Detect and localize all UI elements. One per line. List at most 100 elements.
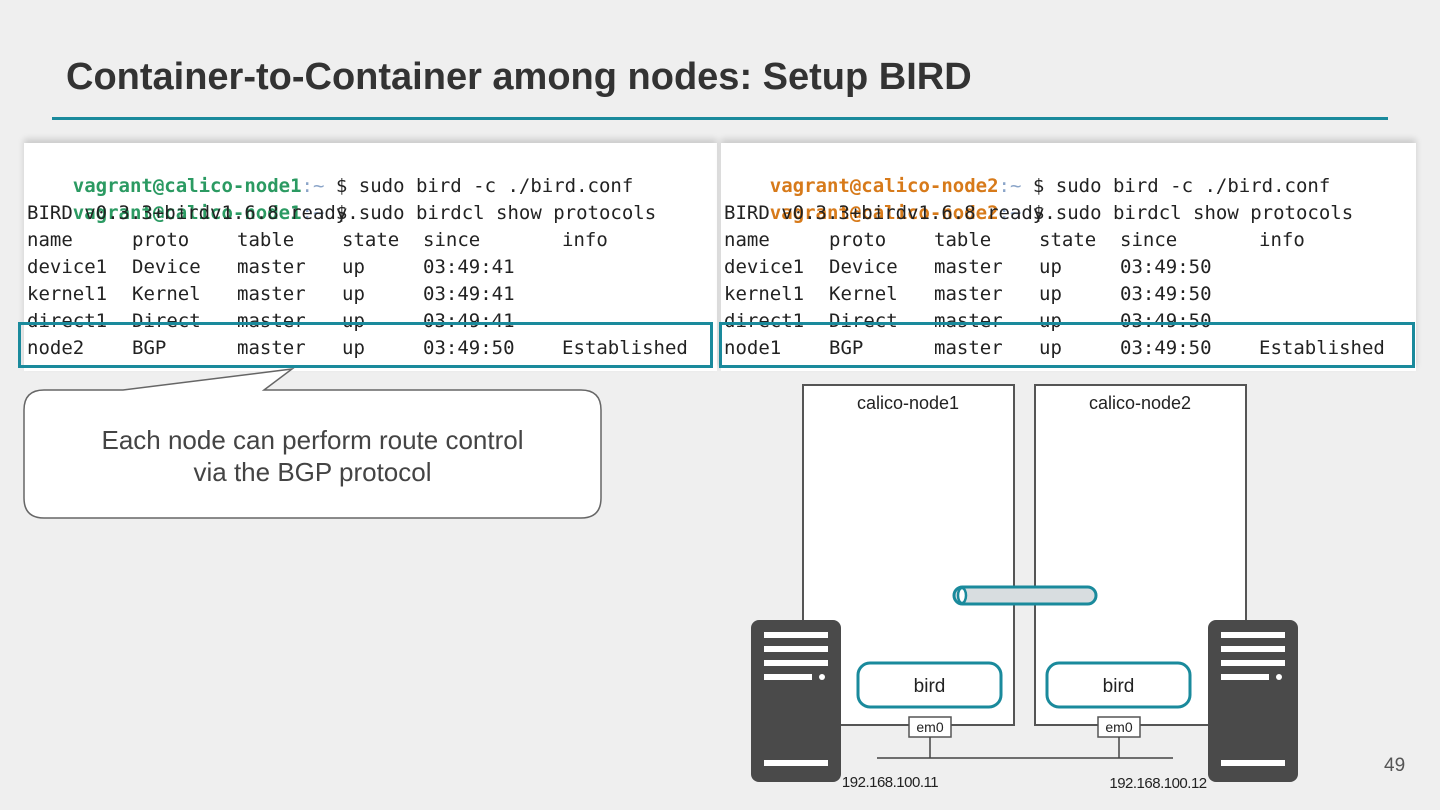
cell-state: up <box>1039 256 1062 278</box>
server-icon <box>1208 620 1298 782</box>
header-since: since <box>423 229 481 251</box>
ip-label-node2: 192.168.100.12 <box>1109 775 1206 792</box>
terminal-command-line: vagrant@calico-node2:~ $ sudo bird -c ./… <box>724 146 1331 197</box>
prompt-user: vagrant@calico-node2 <box>769 175 999 197</box>
table-row: kernel1 Kernel master up 03:49:41 <box>27 281 717 308</box>
prompt-user: vagrant@calico-node1 <box>72 175 302 197</box>
header-table: table <box>934 229 992 251</box>
header-table: table <box>237 229 295 251</box>
terminal-command-line: vagrant@calico-node1:~ $ sudo birdcl sho… <box>27 173 656 224</box>
cell-proto: Direct <box>132 310 201 332</box>
cell-since: 03:49:41 <box>423 256 515 278</box>
prompt-tilde: :~ <box>301 202 325 224</box>
cell-info: Established <box>1259 337 1385 359</box>
cell-state: up <box>342 310 365 332</box>
em0-label-node1: em0 <box>916 719 943 735</box>
cell-proto: Direct <box>829 310 898 332</box>
header-name: name <box>27 229 73 251</box>
cell-table: master <box>237 310 306 332</box>
prompt-tilde: :~ <box>998 175 1022 197</box>
cell-table: master <box>934 310 1003 332</box>
header-info: info <box>1259 229 1305 251</box>
cell-proto: Device <box>829 256 898 278</box>
cell-name: direct1 <box>724 310 805 332</box>
cell-since: 03:49:41 <box>423 310 515 332</box>
cell-info: Established <box>562 337 688 359</box>
header-info: info <box>562 229 608 251</box>
ip-label-node1: 192.168.100.11 <box>842 774 938 791</box>
callout-line-1: Each node can perform route control <box>101 425 524 455</box>
cell-proto: Kernel <box>829 283 898 305</box>
cell-state: up <box>1039 337 1062 359</box>
cell-name: direct1 <box>27 310 108 332</box>
server-icon <box>751 620 841 782</box>
cell-table: master <box>237 256 306 278</box>
cell-since: 03:49:41 <box>423 283 515 305</box>
bird-ready-line: BIRD v0.3.3+birdv1.6.8 ready. <box>27 202 359 224</box>
cell-name: node1 <box>724 337 782 359</box>
cell-name: kernel1 <box>724 283 805 305</box>
title-divider <box>52 117 1388 120</box>
header-state: state <box>1039 229 1097 251</box>
header-proto: proto <box>132 229 190 251</box>
terminal-command-line: vagrant@calico-node1:~ $ sudo bird -c ./… <box>27 146 634 197</box>
cell-name: device1 <box>27 256 108 278</box>
bird-box-node2 <box>1045 661 1192 709</box>
prompt-user: vagrant@calico-node1 <box>72 202 302 224</box>
cell-state: up <box>1039 310 1062 332</box>
prompt-tilde: :~ <box>301 175 325 197</box>
protocol-table-header: name proto table state since info <box>27 227 717 254</box>
table-row-bgp: node2 BGP master up 03:49:50 Established <box>27 335 717 362</box>
page-number: 49 <box>1384 755 1406 776</box>
cell-name: node2 <box>27 337 85 359</box>
cell-since: 03:49:50 <box>1120 283 1212 305</box>
cell-proto: Kernel <box>132 283 201 305</box>
cell-since: 03:49:50 <box>1120 337 1212 359</box>
cell-since: 03:49:50 <box>1120 256 1212 278</box>
calico-node2-label: calico-node2 <box>1089 393 1191 413</box>
callout-text: Each node can perform route control via … <box>24 424 601 488</box>
table-row: device1 Device master up 03:49:50 <box>724 254 1414 281</box>
prompt-tilde: :~ <box>998 202 1022 224</box>
cell-since: 03:49:50 <box>423 337 515 359</box>
table-row: device1 Device master up 03:49:41 <box>27 254 717 281</box>
table-row: kernel1 Kernel master up 03:49:50 <box>724 281 1414 308</box>
slide-title: Container-to-Container among nodes: Setu… <box>66 56 972 98</box>
bird-ready-line: BIRD v0.3.3+birdv1.6.8 ready. <box>724 202 1056 224</box>
command-text: $ sudo birdcl show protocols <box>335 202 657 224</box>
cell-table: master <box>237 283 306 305</box>
cell-state: up <box>342 283 365 305</box>
cell-name: device1 <box>724 256 805 278</box>
command-text: $ sudo birdcl show protocols <box>1032 202 1354 224</box>
bird-box-node1 <box>856 661 1003 709</box>
cell-name: kernel1 <box>27 283 108 305</box>
table-row-bgp: node1 BGP master up 03:49:50 Established <box>724 335 1414 362</box>
terminal-node1: vagrant@calico-node1:~ $ sudo bird -c ./… <box>24 143 717 371</box>
cell-proto: Device <box>132 256 201 278</box>
bird-label-node2: bird <box>1103 676 1135 697</box>
bird-label-node1: bird <box>914 676 946 697</box>
protocol-table-header: name proto table state since info <box>724 227 1414 254</box>
terminal-node2: vagrant@calico-node2:~ $ sudo bird -c ./… <box>721 143 1416 371</box>
em0-label-node2: em0 <box>1105 719 1132 735</box>
bgp-row-highlight-node1 <box>18 322 713 368</box>
terminal-command-line: vagrant@calico-node2:~ $ sudo birdcl sho… <box>724 173 1353 224</box>
table-row: direct1 Direct master up 03:49:41 <box>27 308 717 335</box>
command-text: $ sudo bird -c ./bird.conf <box>1032 175 1331 197</box>
prompt-user: vagrant@calico-node2 <box>769 202 999 224</box>
cell-table: master <box>934 337 1003 359</box>
cell-table: master <box>934 256 1003 278</box>
cell-state: up <box>1039 283 1062 305</box>
cell-since: 03:49:50 <box>1120 310 1212 332</box>
tunnel-pipe-icon <box>952 585 1098 606</box>
cell-state: up <box>342 256 365 278</box>
cell-table: master <box>237 337 306 359</box>
table-row: direct1 Direct master up 03:49:50 <box>724 308 1414 335</box>
header-since: since <box>1120 229 1178 251</box>
bgp-row-highlight-node2 <box>719 322 1415 368</box>
callout-line-2: via the BGP protocol <box>193 457 432 487</box>
cell-proto: BGP <box>132 337 167 359</box>
calico-node1-label: calico-node1 <box>857 393 959 413</box>
header-name: name <box>724 229 770 251</box>
cell-proto: BGP <box>829 337 864 359</box>
